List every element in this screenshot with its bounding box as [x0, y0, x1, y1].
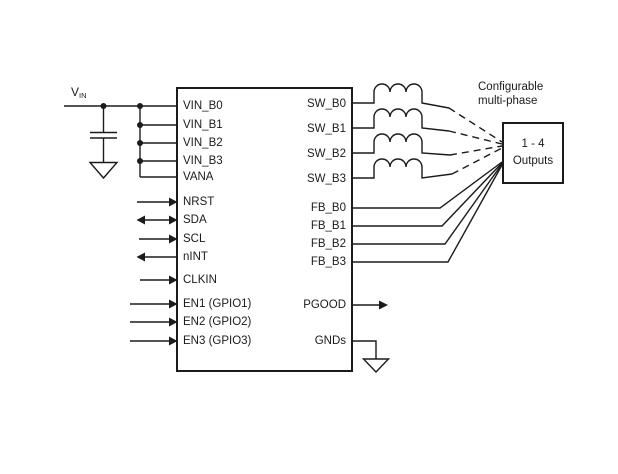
outputs-box-line2: Outputs [512, 155, 554, 167]
clkin-arrow-in-icon [140, 275, 178, 285]
ground-icon [361, 358, 391, 374]
inductor-icon-sw-b1 [352, 108, 450, 132]
pin-label-fb-b0: FB_B0 [310, 202, 346, 214]
pin-label-en2-gpio2: EN2 (GPIO2) [183, 316, 252, 328]
vin-rail [64, 103, 177, 178]
pgood-arrow-out-icon [352, 300, 388, 310]
inductor-icon-sw-b3 [352, 158, 453, 179]
input-capacitor-icon [90, 106, 117, 163]
pin-label-en1-gpio1: EN1 (GPIO1) [183, 298, 252, 310]
sda-arrow-bidirectional-icon [136, 215, 178, 225]
scl-arrow-in-icon [139, 234, 178, 244]
multiphase-dashed-lines [448, 107, 503, 175]
ic-body [176, 87, 353, 372]
pin-label-en3-gpio3: EN3 (GPIO3) [183, 335, 252, 347]
pin-label-fb-b3: FB_B3 [310, 256, 346, 268]
pin-label-fb-b2: FB_B2 [310, 238, 346, 250]
vin-subscript-text: IN [79, 91, 87, 100]
junction-dot [137, 103, 143, 109]
en2-arrow-in-icon [130, 317, 178, 327]
vin-source-label: VIN [71, 86, 87, 102]
pin-label-vin-b1: VIN_B1 [183, 119, 223, 131]
pin-label-clkin: CLKIN [183, 274, 217, 286]
en3-arrow-in-icon [130, 336, 178, 346]
junction-dot [137, 140, 143, 146]
pin-label-vin-b2: VIN_B2 [183, 137, 223, 149]
multiphase-annotation-line2: multi-phase [478, 95, 538, 107]
pin-label-sw-b1: SW_B1 [307, 123, 346, 135]
vin-base-text: V [71, 85, 80, 99]
nrst-arrow-in-icon [137, 197, 178, 207]
pin-label-sw-b0: SW_B0 [307, 98, 346, 110]
gnds-wire [352, 340, 377, 359]
feedback-lines [352, 161, 503, 263]
multiphase-annotation-line1: Configurable [478, 81, 544, 93]
inductor-icon-sw-b0 [352, 83, 450, 109]
pin-label-vin-b3: VIN_B3 [183, 155, 223, 167]
pin-label-nrst: NRST [183, 196, 215, 208]
pin-label-scl: SCL [183, 233, 206, 245]
outputs-box [502, 122, 564, 184]
junction-dot [137, 122, 143, 128]
pin-label-vana: VANA [183, 171, 214, 183]
ground-icon [88, 161, 119, 180]
pin-label-pgood: PGOOD [303, 299, 346, 311]
junction-dot [137, 158, 143, 164]
nint-arrow-out-icon [136, 252, 177, 262]
pin-label-sda: SDA [183, 214, 207, 226]
pin-label-nint: nINT [183, 251, 208, 263]
pin-label-fb-b1: FB_B1 [310, 220, 346, 232]
pin-label-sw-b3: SW_B3 [307, 173, 346, 185]
pin-label-gnds: GNDs [314, 335, 346, 347]
pin-label-vin-b0: VIN_B0 [183, 100, 223, 112]
inductor-icon-sw-b2 [352, 133, 451, 156]
en1-arrow-in-icon [130, 299, 178, 309]
pin-label-sw-b2: SW_B2 [307, 148, 346, 160]
outputs-box-line1: 1 - 4 [521, 138, 545, 150]
